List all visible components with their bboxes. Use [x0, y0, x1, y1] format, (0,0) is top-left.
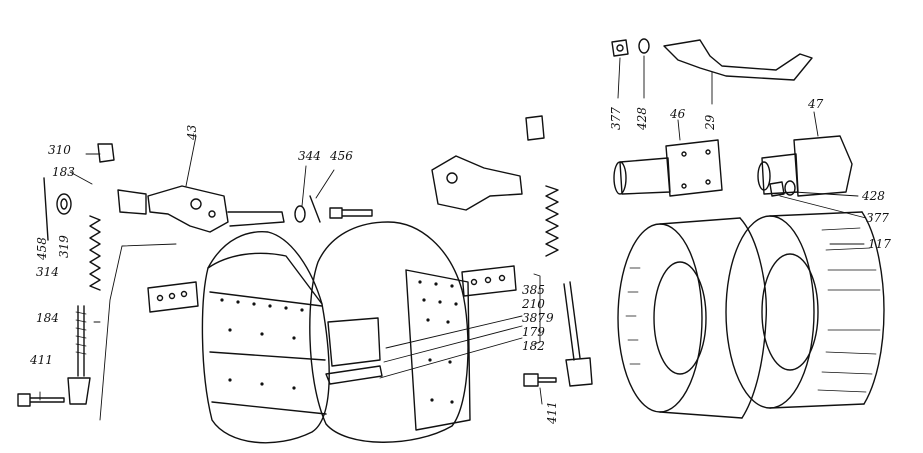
bracket-46	[613, 139, 723, 197]
label-46: 46	[670, 107, 686, 121]
label-377-lower: 377	[866, 211, 889, 225]
label-182: 182	[522, 339, 545, 353]
bolt-411-left	[17, 393, 65, 407]
brake-band-left	[201, 231, 330, 444]
pin-456	[309, 195, 321, 223]
brake-drum-right	[725, 211, 885, 409]
nut-310	[97, 143, 115, 163]
washer-344	[294, 205, 306, 223]
label-456: 456	[330, 149, 353, 163]
label-319: 319	[57, 235, 71, 258]
bracket-47	[757, 135, 853, 197]
label-428-top: 428	[635, 107, 649, 130]
pin-458	[43, 177, 49, 241]
nut-377-top	[611, 39, 629, 57]
label-314: 314	[36, 265, 59, 279]
label-458: 458	[35, 237, 49, 260]
leader-lines	[39, 55, 867, 421]
bolt-center	[329, 207, 373, 219]
label-411-left: 411	[30, 353, 53, 367]
bolt-411-right	[523, 373, 557, 387]
lever-right	[431, 155, 523, 211]
label-29: 29	[703, 114, 717, 130]
cover-plate-29	[663, 39, 813, 81]
bracket-43	[117, 185, 285, 233]
label-385: 385	[522, 283, 545, 297]
label-47: 47	[808, 97, 824, 111]
shoe-right	[461, 265, 517, 297]
washer-428-top	[638, 38, 650, 54]
brake-band-right	[309, 221, 471, 443]
label-117: 117	[868, 237, 891, 251]
label-183: 183	[52, 165, 75, 179]
adjuster-rod-184	[67, 305, 91, 405]
label-43: 43	[185, 124, 199, 140]
label-210: 210	[522, 297, 545, 311]
label-411-right: 411	[545, 401, 559, 424]
label-387: 387	[522, 311, 545, 325]
cap-nut-right	[525, 115, 545, 141]
shoe-left	[147, 281, 199, 313]
label-377-top: 377	[609, 107, 623, 130]
label-344: 344	[298, 149, 321, 163]
spring-right	[545, 185, 593, 387]
label-179: 179	[522, 325, 545, 339]
brake-drum-left	[617, 217, 767, 419]
label-9: 9	[546, 311, 554, 325]
label-184: 184	[36, 311, 59, 325]
label-310: 310	[48, 143, 71, 157]
nut-377-lower	[769, 181, 785, 197]
label-428-lower: 428	[862, 189, 885, 203]
spring-314	[89, 215, 101, 291]
washer-319	[56, 193, 72, 215]
washer-428-lower	[784, 180, 796, 196]
